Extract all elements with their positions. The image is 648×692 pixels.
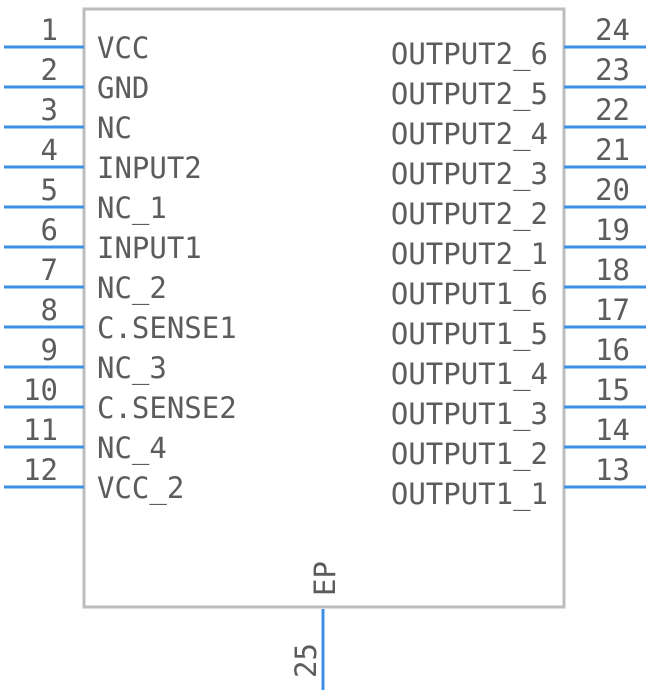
- pin-number-8: 8: [41, 293, 58, 327]
- pin-number-18: 18: [595, 253, 630, 287]
- pin-name-left-12: VCC_2: [97, 471, 184, 506]
- pin-name-right-10: OUTPUT1_3: [391, 397, 548, 432]
- pin-name-left-5: NC_1: [97, 191, 167, 226]
- pin-name-right-3: OUTPUT2_4: [391, 117, 548, 152]
- pin-number-13: 13: [595, 453, 630, 487]
- pin-number-25: 25: [289, 643, 323, 678]
- pin-name-left-9: NC_3: [97, 351, 167, 386]
- pin-number-15: 15: [595, 373, 630, 407]
- pin-number-17: 17: [595, 293, 630, 327]
- pin-name-left-6: INPUT1: [97, 231, 202, 265]
- pin-name-ep: EP: [308, 561, 342, 596]
- pin-name-left-3: NC: [97, 111, 132, 145]
- pin-number-10: 10: [23, 373, 58, 407]
- pin-number-5: 5: [41, 173, 58, 207]
- pin-number-1: 1: [41, 13, 58, 47]
- pin-name-right-8: OUTPUT1_5: [391, 317, 548, 352]
- pin-number-22: 22: [595, 93, 630, 127]
- pin-number-24: 24: [595, 13, 630, 47]
- pin-number-19: 19: [595, 213, 630, 247]
- ic-body: [82, 7, 566, 609]
- pin-name-right-4: OUTPUT2_3: [391, 157, 548, 192]
- pin-name-left-4: INPUT2: [97, 151, 202, 185]
- pin-name-left-7: NC_2: [97, 271, 167, 306]
- pin-number-11: 11: [23, 413, 58, 447]
- bottom-pin-group: 25 EP: [289, 561, 342, 690]
- pin-name-right-12: OUTPUT1_1: [391, 477, 548, 512]
- pin-number-20: 20: [595, 173, 630, 207]
- pin-number-9: 9: [41, 333, 58, 367]
- pin-name-right-9: OUTPUT1_4: [391, 357, 548, 392]
- pin-number-4: 4: [41, 133, 58, 167]
- pin-name-right-5: OUTPUT2_2: [391, 197, 548, 232]
- pin-name-left-2: GND: [97, 71, 149, 105]
- pin-name-right-11: OUTPUT1_2: [391, 437, 548, 472]
- pin-number-14: 14: [595, 413, 630, 447]
- pin-number-12: 12: [23, 453, 58, 487]
- pin-number-2: 2: [41, 53, 58, 87]
- pin-name-right-1: OUTPUT2_6: [391, 37, 548, 72]
- pin-number-7: 7: [41, 253, 58, 287]
- pin-name-right-2: OUTPUT2_5: [391, 77, 548, 112]
- pin-number-16: 16: [595, 333, 630, 367]
- pin-name-left-8: C.SENSE1: [97, 311, 237, 345]
- pin-number-23: 23: [595, 53, 630, 87]
- pin-name-right-7: OUTPUT1_6: [391, 277, 548, 312]
- pin-name-left-10: C.SENSE2: [97, 391, 237, 425]
- pin-name-right-6: OUTPUT2_1: [391, 237, 548, 272]
- pin-name-left-1: VCC: [97, 31, 149, 65]
- pin-number-21: 21: [595, 133, 630, 167]
- pin-number-3: 3: [41, 93, 58, 127]
- pin-name-left-11: NC_4: [97, 431, 167, 466]
- pin-number-6: 6: [41, 213, 58, 247]
